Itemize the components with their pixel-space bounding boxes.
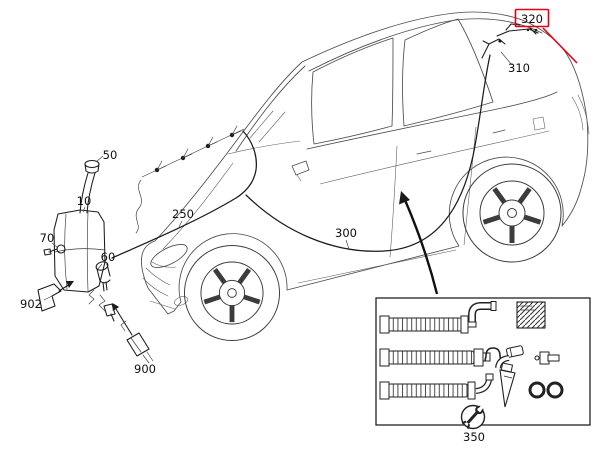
pointer-arrow bbox=[399, 191, 439, 295]
tool-badge bbox=[460, 404, 486, 430]
spray-squiggle-1 bbox=[98, 294, 106, 312]
kit-fitting bbox=[534, 351, 560, 365]
kit-hose-1 bbox=[387, 317, 463, 332]
label-leaders bbox=[51, 51, 513, 270]
kit-hose-3 bbox=[387, 383, 469, 398]
washer-jet bbox=[229, 125, 242, 138]
kit-o-ring bbox=[528, 381, 546, 399]
rear-hose-300 bbox=[245, 54, 491, 252]
sill-line bbox=[297, 249, 457, 284]
level-sensor bbox=[56, 244, 66, 254]
shoulder-line bbox=[319, 130, 550, 185]
kit-package bbox=[516, 301, 546, 329]
a-pillar-inner bbox=[235, 65, 306, 152]
rear-wheel bbox=[463, 164, 561, 262]
taillight-1 bbox=[571, 96, 584, 131]
part-label-350[interactable]: 350 bbox=[463, 430, 485, 444]
washer-pump bbox=[95, 261, 109, 271]
front-wheel bbox=[184, 245, 279, 340]
washer-jet bbox=[205, 136, 218, 149]
part-label-310[interactable]: 310 bbox=[508, 61, 530, 75]
wiper-1 bbox=[249, 110, 274, 139]
part-label-320[interactable]: 320 bbox=[521, 12, 543, 26]
hood-cut-line bbox=[162, 162, 234, 250]
highlight-leader bbox=[542, 27, 578, 64]
beltline bbox=[306, 91, 558, 150]
taillight-2 bbox=[577, 94, 590, 135]
part-label-900[interactable]: 900 bbox=[134, 362, 156, 376]
washer-reservoir-assembly bbox=[37, 159, 154, 364]
kit-connector bbox=[506, 345, 524, 358]
part-label-50[interactable]: 50 bbox=[103, 148, 118, 162]
car-body bbox=[140, 11, 589, 315]
fuel-door bbox=[532, 116, 546, 131]
spray-squiggle-3 bbox=[120, 320, 127, 332]
door-handle-front bbox=[416, 150, 432, 155]
part-label-10[interactable]: 10 bbox=[77, 194, 92, 208]
washer-jet bbox=[180, 148, 193, 161]
cowl-line bbox=[227, 140, 301, 155]
part-labels: 50 10 70 60 250 300 902 900 310 320 350 bbox=[20, 12, 543, 444]
side-mirror bbox=[291, 160, 310, 176]
headlight-inner bbox=[151, 261, 177, 268]
detail-inset bbox=[375, 297, 591, 430]
bracket-arrow-head bbox=[66, 281, 74, 288]
pump-filter bbox=[103, 303, 116, 322]
front-hose-250 bbox=[111, 130, 258, 259]
part-label-250[interactable]: 250 bbox=[172, 207, 194, 221]
grille-line-2 bbox=[142, 277, 169, 297]
part-label-300[interactable]: 300 bbox=[335, 226, 357, 240]
bumper-crease bbox=[149, 300, 176, 310]
kit-hose-2 bbox=[387, 350, 475, 365]
front-window bbox=[311, 37, 394, 145]
headlight bbox=[150, 244, 188, 268]
spray-squiggle-2 bbox=[88, 289, 95, 305]
door-handle-rear bbox=[492, 129, 506, 134]
harness-squiggle bbox=[135, 179, 142, 234]
mirror-stem bbox=[296, 174, 302, 182]
door-seam-rear bbox=[463, 126, 477, 246]
wiper-2 bbox=[258, 111, 286, 143]
kit-elbow-small bbox=[475, 373, 494, 394]
kit-o-ring bbox=[546, 381, 564, 399]
pump-900-part bbox=[126, 332, 150, 357]
highlighted-part-320 bbox=[496, 23, 539, 37]
wrench-icon bbox=[461, 405, 484, 429]
rear-nozzle-310-part bbox=[481, 38, 506, 59]
pump-900-arrow-head bbox=[112, 303, 120, 311]
part-label-60[interactable]: 60 bbox=[101, 250, 116, 264]
front-washer-jets bbox=[135, 125, 245, 234]
kit-grease-cone bbox=[499, 362, 516, 408]
door-seam-front bbox=[389, 145, 398, 258]
car-outline bbox=[140, 11, 590, 341]
reservoir-tank bbox=[53, 209, 106, 293]
part-label-70[interactable]: 70 bbox=[40, 231, 55, 245]
rear-window bbox=[402, 18, 494, 127]
pointer-arrow-head bbox=[399, 191, 410, 205]
kit-rubber-elbow bbox=[495, 355, 510, 369]
washer-jet bbox=[154, 160, 167, 173]
part-label-902[interactable]: 902 bbox=[20, 297, 42, 311]
highlight-box[interactable] bbox=[514, 8, 550, 28]
grille-line-1 bbox=[145, 267, 171, 286]
fog-light bbox=[173, 296, 189, 306]
kit-elbow-hose bbox=[467, 301, 497, 328]
